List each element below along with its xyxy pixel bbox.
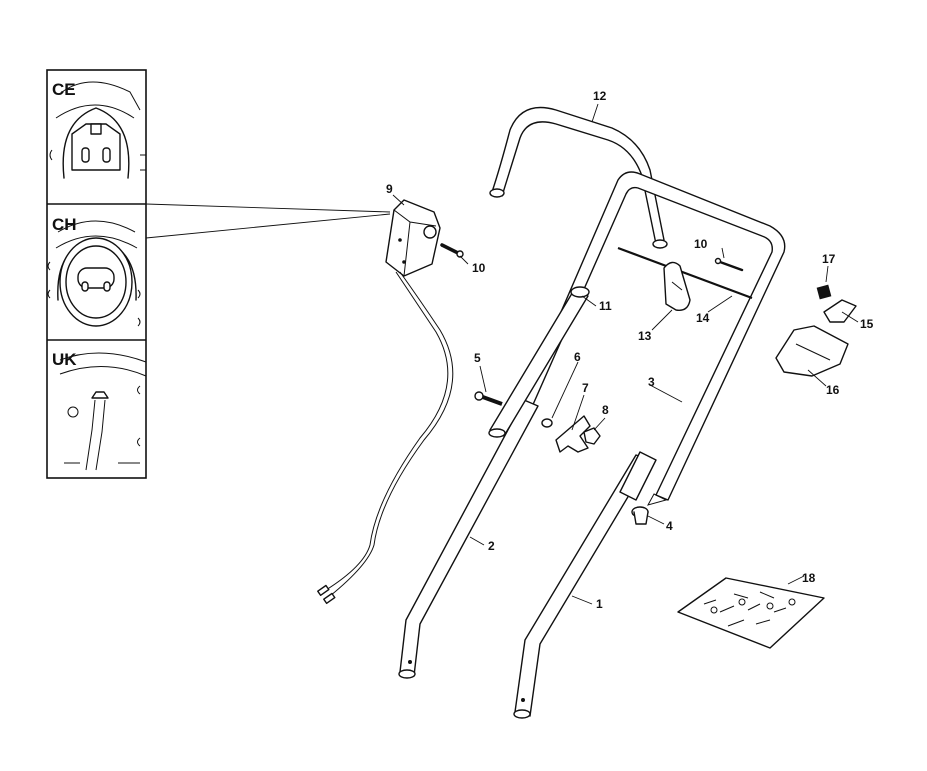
- cable-guide-part-13: [663, 261, 691, 311]
- washer-part-6: [541, 418, 553, 428]
- plug-variants-inset: CE CH UK: [46, 69, 147, 479]
- callout-18: 18: [802, 571, 816, 585]
- switch-box-part-9: [385, 199, 441, 277]
- ce-socket-drawing: [49, 81, 146, 179]
- mounting-bracket-part-16: [775, 325, 849, 377]
- callout-16: 16: [826, 383, 840, 397]
- callout-4: 4: [666, 519, 673, 533]
- nut-part-8: [583, 427, 601, 445]
- hardware-bag-part-18: [677, 577, 825, 649]
- callout-1: 1: [596, 597, 603, 611]
- callout-6: 6: [574, 350, 581, 364]
- bolt-part-5: [474, 391, 503, 406]
- knob-part-4: [631, 506, 649, 525]
- region-label-ch: CH: [52, 215, 77, 234]
- uk-socket-drawing: [59, 352, 147, 471]
- bolt-part-10-switch: [440, 243, 464, 258]
- callout-14: 14: [696, 311, 710, 325]
- callout-2: 2: [488, 539, 495, 553]
- callout-9: 9: [386, 182, 393, 196]
- ch-socket-drawing: [47, 220, 141, 327]
- callout-10-right: 10: [694, 237, 708, 251]
- callout-numbers: 9 10 12 10 11 13 14 5 6 7 8 3 4 2 1 17 1…: [386, 89, 874, 611]
- callout-15: 15: [860, 317, 874, 331]
- callout-10-switch: 10: [472, 261, 486, 275]
- region-label-uk: UK: [52, 350, 77, 369]
- callout-8: 8: [602, 403, 609, 417]
- bolt-part-10-right: [714, 257, 744, 272]
- latch-part-15: [823, 299, 857, 323]
- spring-part-17: [816, 284, 832, 300]
- callout-leader-lines: [392, 103, 859, 605]
- callout-12: 12: [593, 89, 607, 103]
- region-label-ce: CE: [52, 80, 76, 99]
- upper-handle-part-12: [489, 106, 668, 249]
- callout-7: 7: [582, 381, 589, 395]
- callout-13: 13: [638, 329, 652, 343]
- rod-part-14: [617, 246, 753, 300]
- inset-leader-lines: [145, 203, 391, 239]
- lower-tube-part-2: [398, 399, 539, 679]
- callout-3: 3: [648, 375, 655, 389]
- callout-17: 17: [822, 252, 836, 266]
- callout-11: 11: [599, 299, 612, 313]
- lower-tube-part-1: [513, 451, 657, 719]
- callout-5: 5: [474, 351, 481, 365]
- tube-part-11: [488, 286, 590, 438]
- power-cable: [317, 271, 454, 605]
- knob-part-7: [555, 415, 591, 453]
